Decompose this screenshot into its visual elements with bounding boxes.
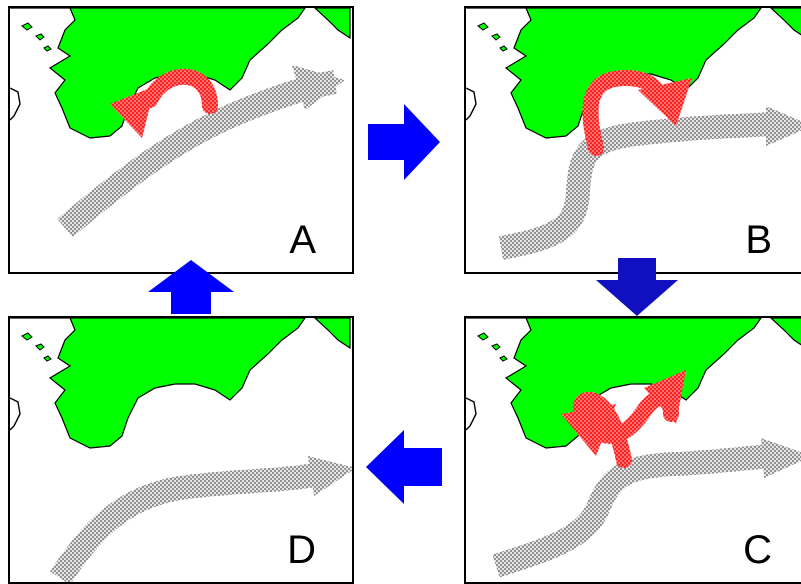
panel-a: A [8,6,354,274]
panel-d: D [8,316,354,584]
panel-b: B [464,6,801,274]
current-head [308,456,352,496]
panel-label: D [287,528,316,572]
panel-c: C [464,316,801,584]
current-head [766,106,801,146]
panel-d-map [10,318,352,582]
arrow-left-icon [366,430,442,504]
eddy-head-east [644,370,686,424]
arrow-up-icon [148,260,234,314]
eddy-head [638,78,692,126]
panel-label: A [289,218,316,262]
arrow-down-icon [596,258,678,316]
arrow-right-icon [368,104,440,180]
current-head [761,438,801,478]
eddy-head-west [561,404,616,456]
panel-b-map [466,8,801,260]
current-head [292,65,345,110]
eddy-arrow [142,68,218,114]
panel-label: C [743,528,772,572]
panel-a-map [10,8,351,238]
kuroshio-current [50,462,323,582]
kuroshio-current [492,444,772,578]
coastline [10,318,351,449]
eddy-head [110,86,155,138]
panel-label: B [745,218,772,262]
kuroshio-current [498,112,777,260]
panel-c-map [466,318,801,578]
